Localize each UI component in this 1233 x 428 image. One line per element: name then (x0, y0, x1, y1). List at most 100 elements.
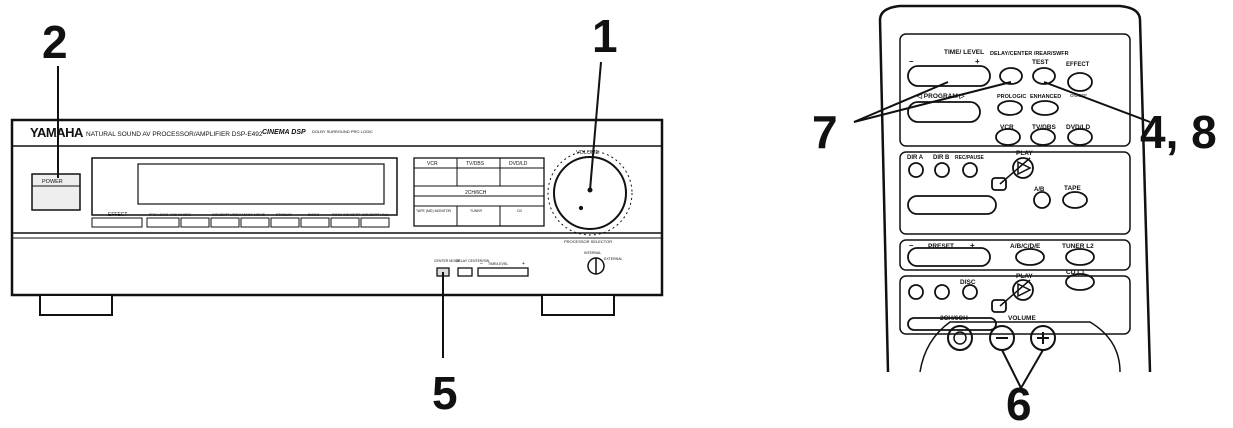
power-button[interactable] (31, 173, 81, 211)
tuner-label: TUNER (470, 209, 483, 213)
dvdld-button[interactable] (1067, 128, 1093, 146)
time-level-minus: – (480, 261, 483, 267)
cd-label: CD (517, 209, 523, 213)
delay-center-label: DELAY/CENTER /REAR/SWFR (990, 51, 1069, 57)
test-button[interactable] (1032, 67, 1056, 85)
tape-stop-button[interactable] (991, 177, 1007, 191)
preset-button[interactable] (907, 247, 991, 267)
abcde-button[interactable] (1015, 248, 1045, 266)
dir-b-button[interactable] (934, 162, 950, 178)
program-label-6: ROCK CONCERT (332, 213, 361, 217)
ch-label: 2CH/6CH (940, 315, 968, 322)
callout-4-8: 4, 8 (1140, 106, 1217, 158)
display-window (91, 157, 398, 216)
callout-1: 1 (592, 10, 618, 62)
brand-logo: YAMAHA (30, 125, 84, 140)
remote-tuner-panel (899, 239, 1131, 271)
display-screen (137, 163, 385, 205)
ab-label: A/B (1034, 187, 1045, 193)
callout-2: 2 (42, 16, 68, 68)
remote-top-panel (899, 33, 1131, 147)
tape-play-label: PLAY (1016, 150, 1033, 157)
source-vcr: VCR (427, 161, 438, 167)
time-level-plus: + (522, 261, 525, 267)
program-label-5: DISCO (308, 213, 319, 217)
vcr-label: VCR (1000, 124, 1014, 131)
dir-b-label: DIR B (933, 155, 950, 161)
tape-label: TAPE (1064, 185, 1082, 192)
input-selector-panel (413, 157, 545, 227)
disc-label: DISC (960, 279, 976, 286)
time-level-minus: – (909, 57, 914, 66)
cd-stop-button[interactable] (991, 299, 1007, 313)
prologic-label: PROLOGIC (997, 94, 1026, 100)
cd-rewind-button[interactable] (908, 284, 924, 300)
rec-pause-label: REC/PAUSE (955, 155, 984, 161)
volume-label: VOLUME (576, 150, 600, 156)
dir-a-button[interactable] (908, 162, 924, 178)
callout-6: 6 (1006, 378, 1032, 428)
tuner-l2-button[interactable] (1065, 248, 1095, 266)
effect-label: EFFECT (1066, 62, 1090, 68)
preset-label: PRESET (928, 243, 954, 250)
prologic-button[interactable] (997, 100, 1023, 116)
volume-label: VOLUME (1008, 315, 1036, 322)
internal-label: INTERNAL (584, 251, 601, 255)
program-label-4: STADIUM (276, 213, 292, 217)
center-mode-label: CENTER MODE (434, 259, 461, 263)
cd-play-label: PLAY (1016, 273, 1033, 280)
disc-button[interactable] (962, 284, 978, 300)
power-label: POWER (42, 179, 63, 185)
left-foot (39, 294, 113, 316)
processor-selector-label: PROCESSOR SELECTOR (564, 239, 612, 244)
ch-label: 2CH/6CH (465, 190, 487, 196)
program-label-3: MONO MOVIE (242, 213, 266, 217)
enhanced-label: ENHANCED (1030, 94, 1061, 100)
enhanced-button[interactable] (1031, 100, 1059, 116)
callout-7: 7 (812, 106, 838, 158)
cd-l1-button[interactable] (1065, 273, 1095, 291)
program-label-1: PRO LOGIC / ENHANCED (149, 213, 191, 217)
rec-pause-button[interactable] (962, 162, 978, 178)
cd-l1-label: CD L1 (1066, 269, 1085, 276)
time-level-label: TIME/LEVEL (488, 262, 508, 266)
program-label-7: CONCERT HALL (362, 213, 389, 217)
right-foot (541, 294, 615, 316)
callout-5: 5 (432, 367, 458, 419)
time-level-button[interactable] (477, 267, 529, 277)
effect-label: EFFECT (108, 212, 127, 218)
time-level-plus: + (975, 57, 980, 66)
tape-skip-button[interactable] (907, 195, 997, 215)
dolby-logo: DOLBY SURROUND PRO LOGIC (312, 129, 373, 134)
tvdbs-button[interactable] (1030, 128, 1056, 146)
tape-play-button[interactable] (1012, 157, 1034, 179)
cd-play-button[interactable] (1012, 279, 1034, 301)
source-tvdbs: TV/DBS (466, 161, 485, 167)
program-button[interactable] (907, 101, 981, 123)
remote-tape-panel (899, 151, 1131, 235)
tape-monitor-label: TAPE (MD) MONITOR (416, 209, 452, 213)
test-label: TEST (1032, 59, 1049, 66)
time-level-button[interactable] (907, 65, 991, 87)
delay-center-label: DELAY CENTER/SW (456, 259, 490, 263)
effect-button[interactable] (1067, 72, 1093, 92)
av-receiver (10, 118, 664, 316)
tuner-l2-label: TUNER L2 (1062, 243, 1094, 250)
tvdbs-label: TV/DBS (1032, 124, 1057, 131)
abcde-label: A/B/C/D/E (1010, 243, 1041, 250)
vcr-button[interactable] (995, 128, 1021, 146)
tagline: NATURAL SOUND AV PROCESSOR/AMPLIFIER DSP… (86, 131, 263, 138)
tape-button[interactable] (1062, 191, 1088, 209)
dvdld-label: DVD/LD (1066, 124, 1091, 131)
delay-center-button[interactable] (457, 267, 473, 277)
program-label: ◁ PROGRAM ▷ (916, 93, 966, 100)
cd-ffwd-button[interactable] (934, 284, 950, 300)
dir-a-label: DIR A (907, 155, 924, 161)
external-label: EXTERNAL (604, 257, 623, 261)
volume-knob[interactable] (553, 156, 627, 230)
ab-button[interactable] (1033, 191, 1051, 209)
delay-center-button[interactable] (999, 67, 1023, 85)
preset-minus: – (909, 241, 914, 250)
ch-button[interactable] (947, 325, 973, 351)
